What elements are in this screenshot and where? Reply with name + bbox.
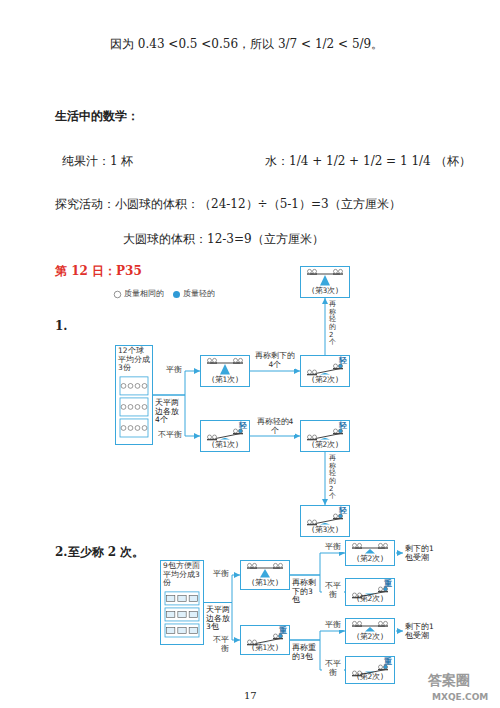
- connector: [153, 395, 200, 436]
- text-line: 水：1/4 + 1/2 + 1/2 = 1 1/4 （杯）: [265, 155, 471, 169]
- watermark: MXQE.COM: [432, 692, 488, 702]
- group-caption: 9包方便面平均分成3份: [163, 562, 201, 588]
- edge-label: 不平衡: [322, 660, 344, 677]
- connector: [250, 436, 300, 437]
- legend-item: 质量相同的: [113, 289, 164, 299]
- weighing-box: 轻 (第1次): [200, 420, 250, 452]
- connector: [325, 452, 326, 505]
- weighing-caption: (第3次): [312, 287, 339, 296]
- weighing-caption: (第1次): [212, 441, 239, 450]
- weighing-box: (第2次): [345, 618, 395, 644]
- text-line: 大圆球的体积：12-3=9（立方厘米）: [123, 233, 324, 247]
- text-line: 探究活动：小圆球的体积：（24-12）÷（5-1）=3（立方厘米）: [55, 198, 401, 212]
- text-line: 天平两边各放3包: [206, 606, 232, 632]
- watermark: 答案圈: [428, 672, 470, 688]
- text-line: 天平两边各放4个: [155, 399, 183, 425]
- connector: [325, 298, 326, 355]
- text-line: 纯果汁：1 杯: [62, 155, 133, 169]
- text-line: 再称重的3包: [292, 644, 319, 661]
- legend-swatch: [172, 290, 181, 299]
- text-line: 2.至少称 2 次。: [55, 546, 144, 560]
- page-number: 17: [244, 690, 257, 702]
- weight-mark: 轻: [339, 422, 347, 431]
- group-caption: 12个球平均分成3份: [118, 347, 150, 373]
- weight-mark: 重: [384, 580, 392, 589]
- legend-text: 质量轻的: [183, 289, 215, 299]
- weighing-caption: (第2次): [357, 633, 384, 642]
- connector: [250, 371, 300, 372]
- legend-item: 质量轻的: [172, 289, 215, 299]
- text-line: 剩下的1包受潮: [405, 545, 437, 562]
- weighing-box: (第1次): [240, 560, 290, 590]
- connector: [204, 603, 240, 641]
- weight-mark: 轻: [339, 507, 347, 516]
- edge-label: 平衡: [208, 570, 229, 579]
- legend-text: 质量相同的: [124, 289, 164, 299]
- edge-label: 平衡: [322, 621, 344, 630]
- text-line: 再称剩下的3包: [292, 579, 319, 605]
- weighing-box: 轻 (第3次): [300, 505, 350, 537]
- weighing-box: 轻 (第2次): [300, 420, 350, 452]
- weighing-box: 轻 (第2次): [300, 355, 350, 387]
- text-line: 剩下的1包受潮: [405, 623, 437, 640]
- connector: [290, 553, 345, 575]
- leader-arrow: [396, 631, 403, 632]
- weighing-box: 重(第2次): [345, 656, 395, 684]
- edge-label: 平衡: [160, 366, 182, 375]
- day-heading: 第 12 日：P35: [55, 265, 142, 279]
- group-box: 12个球平均分成3份: [115, 345, 153, 445]
- edge-label: 再称轻的4个: [255, 418, 295, 435]
- weighing-caption: (第2次): [312, 441, 339, 450]
- weighing-box: (第1次): [200, 355, 250, 387]
- group-box: 9包方便面平均分成3份: [160, 560, 204, 645]
- weighing-caption: (第3次): [312, 526, 339, 535]
- weighing-caption: (第2次): [357, 595, 384, 604]
- weighing-box: 重(第1次): [240, 625, 290, 655]
- text-line: 1.: [55, 320, 68, 334]
- weight-mark: 轻: [239, 422, 247, 431]
- legend-swatch: [113, 290, 122, 299]
- edge-label: 再称轻的2个: [329, 455, 336, 501]
- legend: 质量相同的 质量轻的: [113, 289, 215, 299]
- weighing-caption: (第1次): [252, 579, 279, 588]
- weighing-box: (第3次): [300, 266, 350, 298]
- text-line: 因为 0.43 <0.5 <0.56，所以 3/7 < 1/2 < 5/9。: [110, 38, 383, 52]
- edge-label: 再称轻的2个: [329, 301, 336, 347]
- weighing-caption: (第2次): [357, 673, 384, 682]
- edge-label: 再称剩下的4个: [255, 352, 295, 369]
- weighing-caption: (第2次): [312, 376, 339, 385]
- weighing-caption: (第1次): [252, 644, 279, 653]
- edge-label: 不平衡: [322, 582, 344, 599]
- edge-label: 平衡: [322, 543, 344, 552]
- weight-mark: 轻: [339, 357, 347, 366]
- edge-label: 不平衡: [158, 431, 182, 440]
- connector: [290, 631, 345, 640]
- leader-arrow: [396, 553, 403, 554]
- weighing-box: 重(第2次): [345, 578, 395, 606]
- weight-mark: 重: [384, 658, 392, 667]
- weight-mark: 重: [279, 627, 287, 636]
- edge-label: 不平衡: [206, 636, 229, 653]
- weighing-box: (第2次): [345, 540, 395, 566]
- connector: [204, 575, 240, 603]
- weighing-caption: (第1次): [212, 376, 239, 385]
- text-line: 生活中的数学：: [55, 110, 139, 124]
- weighing-caption: (第2次): [357, 555, 384, 564]
